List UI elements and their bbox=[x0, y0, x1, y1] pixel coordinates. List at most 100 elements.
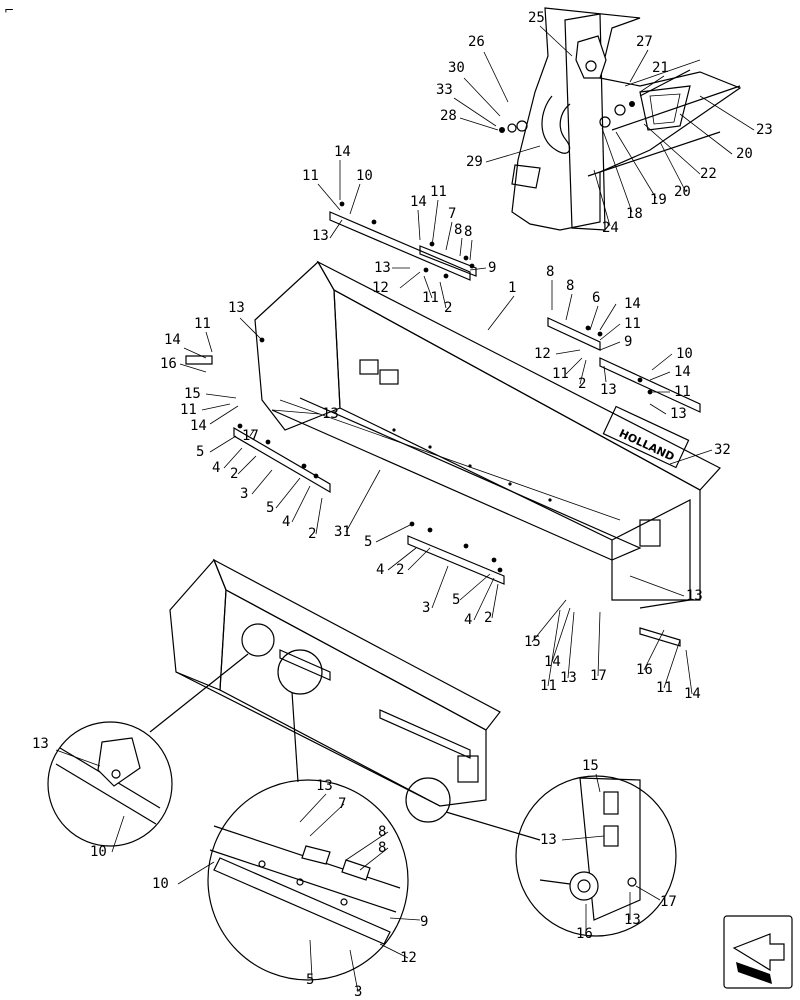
leader-line bbox=[111, 815, 125, 853]
callout-label: 6 bbox=[592, 290, 600, 306]
callout-label: 11 bbox=[552, 366, 569, 382]
callout-label: 11 bbox=[302, 168, 319, 184]
leader-line bbox=[205, 331, 213, 353]
callout-label: 33 bbox=[436, 82, 453, 98]
callout-label: 12 bbox=[400, 950, 417, 966]
callout-labels: 25 26 27 30 33 28 21 23 20 20 22 29 19 1… bbox=[32, 10, 773, 1000]
callout-label: 5 bbox=[452, 592, 460, 608]
callout-label: 3 bbox=[422, 600, 430, 616]
callout-label: 2 bbox=[578, 376, 586, 392]
leader-line bbox=[599, 323, 621, 341]
fastener-dot bbox=[463, 543, 469, 549]
callout-label: 14 bbox=[684, 686, 701, 702]
leader-line bbox=[453, 97, 497, 127]
callout-label: 21 bbox=[652, 60, 669, 76]
leader-line bbox=[329, 219, 343, 239]
callout-label: 1 bbox=[508, 280, 516, 296]
leader-line bbox=[555, 349, 581, 355]
callout-circles bbox=[149, 623, 541, 841]
callout-label: 26 bbox=[468, 34, 485, 50]
leader-lines bbox=[55, 25, 755, 993]
leader-line bbox=[239, 317, 263, 341]
decal-text: HOLLAND bbox=[617, 427, 676, 464]
fastener-dot bbox=[265, 439, 271, 445]
leader-line bbox=[547, 609, 561, 687]
fastener-dot bbox=[497, 567, 503, 573]
leader-line bbox=[349, 183, 361, 215]
leader-line bbox=[551, 607, 571, 663]
leader-line bbox=[595, 773, 601, 793]
callout-label: 2 bbox=[230, 466, 238, 482]
leader-line bbox=[177, 861, 215, 885]
leader-line bbox=[209, 435, 237, 453]
fastener-dot bbox=[371, 219, 377, 225]
callout-label: 11 bbox=[194, 316, 211, 332]
fastener-dot bbox=[423, 267, 429, 273]
leader-line bbox=[445, 221, 453, 251]
callout-label: 14 bbox=[164, 332, 181, 348]
detail-circle-right bbox=[515, 775, 677, 937]
callout-label: 17 bbox=[242, 428, 259, 444]
leader-line bbox=[469, 239, 473, 261]
callout-label: 11 bbox=[430, 184, 447, 200]
callout-label: 11 bbox=[674, 384, 691, 400]
callout-label: 3 bbox=[240, 486, 248, 502]
callout-label: 13 bbox=[228, 300, 245, 316]
callout-label: 11 bbox=[422, 290, 439, 306]
leader-line bbox=[463, 77, 501, 117]
fastener-dot bbox=[313, 473, 319, 479]
leader-line bbox=[407, 547, 431, 571]
fastener-dot bbox=[443, 273, 449, 279]
fastener-dot bbox=[637, 377, 643, 383]
leader-line bbox=[205, 393, 237, 399]
leader-line bbox=[643, 629, 665, 671]
fastener-dot bbox=[301, 463, 307, 469]
hitch-detail bbox=[499, 7, 742, 231]
callout-label: 8 bbox=[464, 224, 472, 240]
callout-label: 14 bbox=[674, 364, 691, 380]
leader-line bbox=[679, 113, 733, 155]
callout-label: 31 bbox=[334, 524, 351, 540]
leader-line bbox=[237, 455, 257, 475]
leader-line bbox=[209, 405, 239, 425]
leader-line bbox=[183, 347, 207, 359]
callout-label: 13 bbox=[374, 260, 391, 276]
callout-label: 23 bbox=[756, 122, 773, 138]
callout-label: 2 bbox=[308, 526, 316, 542]
callout-label: 13 bbox=[560, 670, 577, 686]
leader-line bbox=[589, 305, 599, 331]
leader-line bbox=[291, 485, 311, 523]
leader-line bbox=[565, 357, 583, 375]
leader-line bbox=[651, 353, 673, 371]
leader-line bbox=[459, 573, 491, 601]
callout-label: 10 bbox=[90, 844, 107, 860]
leader-line bbox=[603, 365, 607, 383]
callout-label: 13 bbox=[322, 406, 339, 422]
leader-line bbox=[629, 575, 685, 597]
leader-line bbox=[685, 649, 693, 695]
leader-line bbox=[439, 281, 447, 309]
callout-label: 10 bbox=[152, 876, 169, 892]
fastener-dot bbox=[339, 201, 345, 207]
leader-line bbox=[635, 885, 661, 901]
callout-label: 10 bbox=[356, 168, 373, 184]
leader-line bbox=[643, 123, 701, 175]
callout-label: 9 bbox=[420, 914, 428, 930]
callout-label: 20 bbox=[736, 146, 753, 162]
fastener-dot bbox=[259, 337, 265, 343]
callout-label: 14 bbox=[544, 654, 561, 670]
leader-line bbox=[597, 611, 601, 677]
callout-label: 15 bbox=[582, 758, 599, 774]
callout-label: 4 bbox=[464, 612, 472, 628]
callout-label: 13 bbox=[600, 382, 617, 398]
callout-label: 20 bbox=[674, 184, 691, 200]
leader-line bbox=[487, 295, 515, 331]
callout-label: 11 bbox=[540, 678, 557, 694]
fastener-dot bbox=[597, 331, 603, 337]
callout-label: 14 bbox=[334, 144, 351, 160]
callout-label: 3 bbox=[354, 984, 362, 1000]
leader-line bbox=[317, 183, 341, 211]
callout-label: 18 bbox=[626, 206, 643, 222]
leader-line bbox=[649, 371, 671, 381]
callout-label: 15 bbox=[184, 386, 201, 402]
